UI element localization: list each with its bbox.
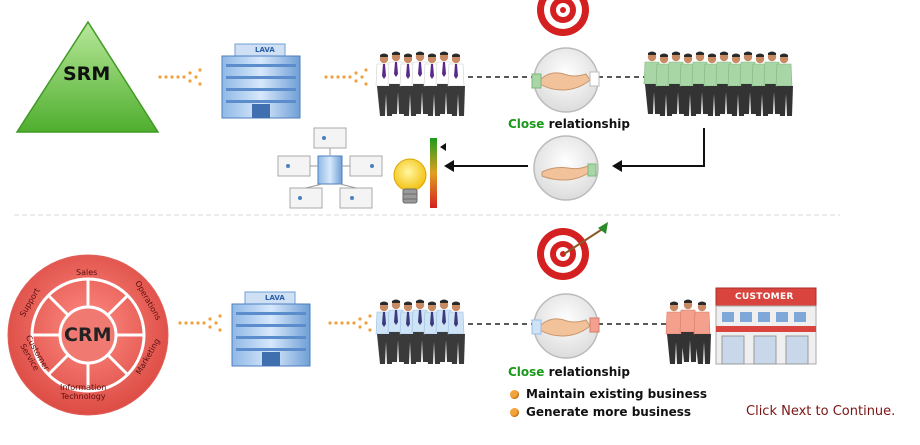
target-icon-top: [537, 0, 589, 36]
bullet-dot-icon: [510, 408, 519, 417]
lava-sign-bottom: LAVA: [265, 294, 285, 302]
relationship-word-bottom: relationship: [548, 365, 630, 379]
close-word-bottom: Close: [508, 365, 545, 379]
customer-store: [715, 287, 817, 365]
lava-building-bottom: [231, 291, 311, 367]
segment-sales: Sales: [76, 268, 98, 277]
close-relationship-label-top: Close relationship: [508, 117, 630, 131]
hand-icon: [533, 135, 599, 201]
it-line-2: Technology: [60, 392, 106, 401]
srm-label: SRM: [63, 63, 111, 85]
meter-pointer: [440, 143, 446, 151]
employees-group-bottom: [375, 299, 466, 365]
network-diagram: [277, 127, 383, 209]
bullet-generate: Generate more business: [510, 405, 691, 419]
return-arrow-head-1: [612, 160, 622, 172]
close-word-top: Close: [508, 117, 545, 131]
target-icon-bottom: [537, 222, 608, 280]
crm-wheel: [7, 254, 169, 416]
lava-building-top: [221, 43, 301, 119]
arrow-to-meter-head: [444, 160, 454, 172]
srm-triangle: [15, 20, 160, 133]
bullet-generate-text: Generate more business: [526, 405, 692, 419]
suppliers-group-top: [643, 51, 794, 117]
it-line-1: Information: [60, 383, 107, 392]
click-next-text: Click Next to Continue.: [746, 404, 896, 419]
crm-label: CRM: [64, 324, 112, 346]
close-relationship-label-bottom: Close relationship: [508, 365, 630, 379]
relationship-word-top: relationship: [548, 117, 630, 131]
bullet-maintain: Maintain existing business: [510, 387, 707, 401]
lightbulb-icon: [393, 158, 427, 204]
dotted-arrow-2-bottom: [328, 314, 372, 332]
dotted-arrow-1-top: [158, 68, 202, 86]
performance-meter: [430, 138, 437, 208]
segment-information-technology: Information Technology: [60, 383, 106, 401]
lava-sign-top: LAVA: [255, 46, 275, 54]
return-arrow-top: [620, 128, 705, 167]
dotted-arrow-2-top: [324, 68, 368, 86]
customers-group: [665, 299, 712, 365]
customer-sign: CUSTOMER: [735, 292, 794, 302]
handshake-icon-bottom: [531, 293, 600, 359]
dotted-arrow-1-bottom: [178, 314, 222, 332]
bullet-dot-icon: [510, 390, 519, 399]
bullet-maintain-text: Maintain existing business: [526, 387, 708, 401]
employees-group-top: [375, 51, 466, 117]
handshake-icon-top: [531, 47, 600, 113]
